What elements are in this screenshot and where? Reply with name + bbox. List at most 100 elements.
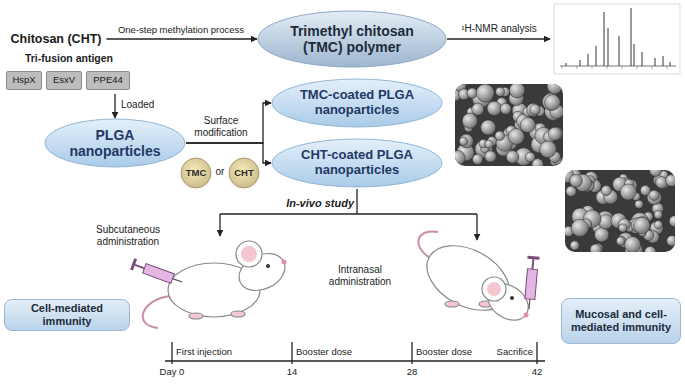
text-block: CHT	[234, 168, 254, 179]
text-block: Chitosan (CHT)	[11, 32, 102, 46]
text-block: Trimethyl chitosan (TMC) polymer	[279, 23, 426, 55]
sem-bead	[467, 88, 477, 98]
sem-bead	[462, 113, 477, 128]
node-text: Mucosal and cell-mediated immunity	[566, 308, 676, 333]
sem-bead	[496, 87, 505, 96]
sem-bead	[547, 84, 563, 94]
polymer-ellipse: Trimethyl chitosan (TMC) polymer	[257, 10, 447, 68]
annotation-label: Subcutaneous administration	[90, 224, 166, 248]
sem-bead	[590, 244, 601, 252]
text-block: PPE44	[93, 75, 123, 86]
outcome-box: Cell-mediated immunity	[4, 299, 130, 330]
sem-bead	[570, 241, 579, 250]
sem-bead	[485, 140, 493, 148]
text-block: Mucosal and cell-mediated immunity	[566, 308, 676, 333]
coating-circle: CHT	[228, 157, 260, 189]
sem-bead	[495, 131, 505, 141]
node-text: EsxV	[53, 75, 75, 86]
node-text: PPE44	[93, 75, 123, 86]
sem-bead	[520, 117, 535, 132]
sem-bead	[545, 95, 561, 111]
text-block: Tri-fusion antigen	[25, 52, 113, 64]
node-text: PLGA nanoparticles	[60, 127, 169, 159]
nanoparticle-ellipse: PLGA nanoparticles	[44, 118, 186, 168]
node-ellipse	[181, 158, 211, 188]
sem-image	[560, 164, 681, 259]
sem-bead	[476, 84, 494, 102]
sem-bead	[654, 211, 662, 219]
sem-bead	[472, 154, 482, 164]
mouse-figure	[143, 241, 291, 328]
sem-bead	[645, 246, 656, 252]
antigen-box: PPE44	[86, 71, 130, 90]
antigen-group: Tri-fusion antigenHspX EsxV PPE44	[4, 52, 134, 94]
connector-arrow	[186, 103, 271, 143]
mouse-figure	[416, 231, 535, 327]
sem-bead	[508, 129, 524, 145]
nmr-spectrum	[554, 4, 680, 74]
annotation-label: ¹H-NMR analysis	[450, 23, 548, 35]
sem-bead	[530, 104, 541, 115]
annotation-label: or	[212, 166, 228, 178]
sem-bead	[619, 224, 627, 232]
outcome-box: Mucosal and cell-mediated immunity	[561, 298, 681, 344]
timeline-label: First injection	[176, 346, 266, 357]
sem-bead	[666, 175, 675, 187]
sem-bead	[460, 134, 474, 148]
node-ellipse	[229, 158, 259, 188]
timeline-label: 42	[507, 366, 567, 377]
sem-bead	[634, 217, 650, 233]
text-block: HspX	[12, 75, 35, 86]
material-label: Chitosan (CHT)	[6, 28, 107, 50]
timeline-label: 14	[262, 366, 322, 377]
node-ellipse	[258, 11, 446, 67]
nmr-arrow	[447, 38, 550, 39]
syringe	[130, 258, 184, 287]
edge-label: Surface modification	[186, 115, 256, 139]
sem-bead	[647, 190, 661, 204]
node-text: CHT-coated PLGA nanoparticles	[291, 148, 424, 178]
sem-bead	[485, 151, 496, 162]
sem-bead	[595, 228, 609, 242]
node-text: CHT	[234, 168, 254, 179]
sem-bead	[455, 151, 465, 166]
text-block: EsxV	[53, 75, 75, 86]
sem-bead	[527, 103, 540, 116]
antigen-box: HspX	[6, 71, 42, 90]
timeline-label: 28	[382, 366, 442, 377]
sem-bead	[635, 200, 643, 208]
sem-bead	[601, 186, 611, 196]
node-text: Tri-fusion antigen	[25, 52, 113, 64]
sem-bead	[459, 137, 467, 145]
node-ellipse	[272, 79, 442, 127]
node-text: Chitosan (CHT)	[11, 32, 102, 46]
sem-bead	[472, 103, 484, 115]
coated-nanoparticle-ellipse: TMC-coated PLGA nanoparticles	[271, 78, 443, 128]
annotation-label: In-vivo study	[262, 197, 354, 210]
timeline-axis	[165, 342, 545, 364]
timeline-label: Day 0	[142, 366, 202, 377]
in-vivo-fork	[220, 189, 477, 240]
sem-bead	[506, 151, 519, 164]
sem-bead	[548, 127, 561, 140]
sem-bead	[616, 237, 625, 246]
node-text: Cell-mediated immunity	[9, 302, 125, 327]
sem-bead	[649, 190, 659, 200]
sem-bead	[654, 221, 662, 229]
text-block: TMC-coated PLGA nanoparticles	[291, 88, 424, 118]
syringe	[523, 256, 540, 310]
node-text: Trimethyl chitosan (TMC) polymer	[279, 23, 426, 55]
connector-arrow	[114, 94, 115, 118]
edge-label: Loaded	[121, 99, 171, 111]
sem-bead	[571, 219, 588, 236]
sem-image	[450, 78, 564, 170]
text-block: PLGA nanoparticles	[60, 127, 169, 159]
sem-bead	[500, 103, 511, 114]
sem-bead	[509, 84, 524, 98]
text-block: CHT-coated PLGA nanoparticles	[291, 148, 424, 178]
antigen-box: EsxV	[46, 71, 82, 90]
sem-bead	[487, 101, 501, 115]
node-text: HspX	[12, 75, 35, 86]
sem-bead	[656, 177, 668, 189]
timeline-label: Booster dose	[296, 346, 386, 357]
